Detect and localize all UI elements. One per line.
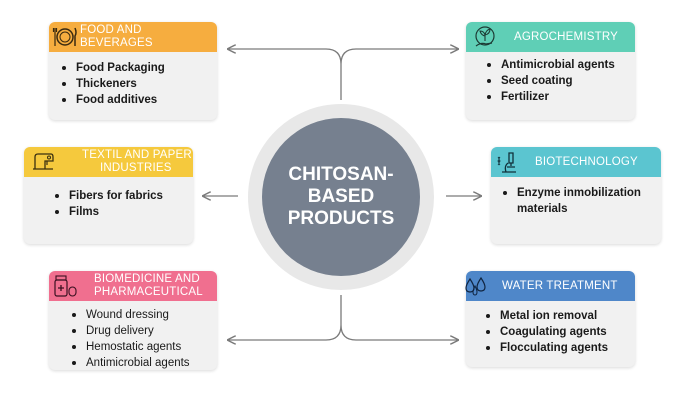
card-title-line-2: PHARMACEUTICAL (94, 286, 203, 298)
center-node: CHITOSAN- BASED PRODUCTS (262, 118, 420, 276)
card-title: BIOTECHNOLOGY (535, 155, 638, 168)
card-list: Wound dressing Drug delivery Hemostatic … (72, 307, 190, 371)
list-item: Antimicrobial agents (487, 57, 615, 73)
card-title: BIOMEDICINE AND PHARMACEUTICAL (94, 273, 203, 299)
list-item: Enzyme inmobilization materials (503, 185, 641, 217)
list-item: Fertilizer (487, 89, 615, 105)
list-item: Fibers for fabrics (55, 188, 163, 204)
card-header: AGROCHEMISTRY (466, 22, 635, 52)
card-header: FOOD AND BEVERAGES (49, 22, 217, 52)
card-water-treatment: WATER TREATMENT Metal ion removal Coagul… (465, 271, 635, 367)
list-item: Flocculating agents (486, 340, 608, 356)
card-list: Food Packaging Thickeners Food additives (62, 60, 165, 108)
card-title: AGROCHEMISTRY (514, 30, 618, 43)
card-title: TEXTIL AND PAPER INDUSTRIES (82, 149, 192, 175)
center-line-1: CHITOSAN- (288, 164, 394, 185)
list-item: Coagulating agents (486, 324, 608, 340)
bottom-connector (228, 295, 458, 340)
plant-hand-icon (475, 26, 495, 47)
card-header: TEXTIL AND PAPER INDUSTRIES (24, 147, 193, 177)
card-title-line-1: TEXTIL AND PAPER (82, 149, 192, 161)
list-item-line-1: Enzyme inmobilization (517, 187, 641, 199)
water-drops-icon (465, 276, 486, 296)
center-line-2: BASED (307, 186, 375, 207)
sewing-machine-icon (33, 153, 54, 170)
card-header: BIOTECHNOLOGY (491, 147, 661, 177)
center-line-3: PRODUCTS (287, 208, 395, 229)
list-item: Food Packaging (62, 60, 165, 76)
card-list: Antimicrobial agents Seed coating Fertil… (487, 57, 615, 105)
list-item: Seed coating (487, 73, 615, 89)
medicine-bottle-icon (54, 275, 77, 297)
card-title-line-2: INDUSTRIES (100, 162, 172, 174)
card-header: WATER TREATMENT (465, 271, 635, 301)
card-list: Fibers for fabrics Films (55, 188, 163, 220)
card-title-line-1: BIOMEDICINE AND (94, 273, 200, 285)
list-item: Metal ion removal (486, 308, 608, 324)
list-item: Drug delivery (72, 323, 190, 339)
card-textil-and-paper: TEXTIL AND PAPER INDUSTRIES Fibers for f… (24, 147, 193, 244)
card-title: WATER TREATMENT (502, 279, 618, 292)
top-connector (228, 49, 458, 100)
list-item: Thickeners (62, 76, 165, 92)
list-item: Films (55, 204, 163, 220)
card-list: Enzyme inmobilization materials (503, 185, 641, 217)
card-biotechnology: BIOTECHNOLOGY Enzyme inmobilization mate… (491, 147, 661, 244)
list-item: Antimicrobial agents (72, 355, 190, 371)
list-item: Food additives (62, 92, 165, 108)
card-biomedicine: BIOMEDICINE AND PHARMACEUTICAL Wound dre… (49, 271, 217, 370)
card-food-and-beverages: FOOD AND BEVERAGES Food Packaging Thicke… (49, 22, 217, 120)
list-item-line-2: materials (517, 203, 568, 215)
card-agrochemistry: AGROCHEMISTRY Antimicrobial agents Seed … (466, 22, 635, 120)
list-item: Wound dressing (72, 307, 190, 323)
plate-cutlery-icon (52, 27, 77, 46)
card-list: Metal ion removal Coagulating agents Flo… (486, 308, 608, 356)
card-header: BIOMEDICINE AND PHARMACEUTICAL (49, 271, 217, 301)
list-item: Hemostatic agents (72, 339, 190, 355)
microscope-icon (497, 152, 516, 173)
card-title: FOOD AND BEVERAGES (80, 24, 153, 49)
